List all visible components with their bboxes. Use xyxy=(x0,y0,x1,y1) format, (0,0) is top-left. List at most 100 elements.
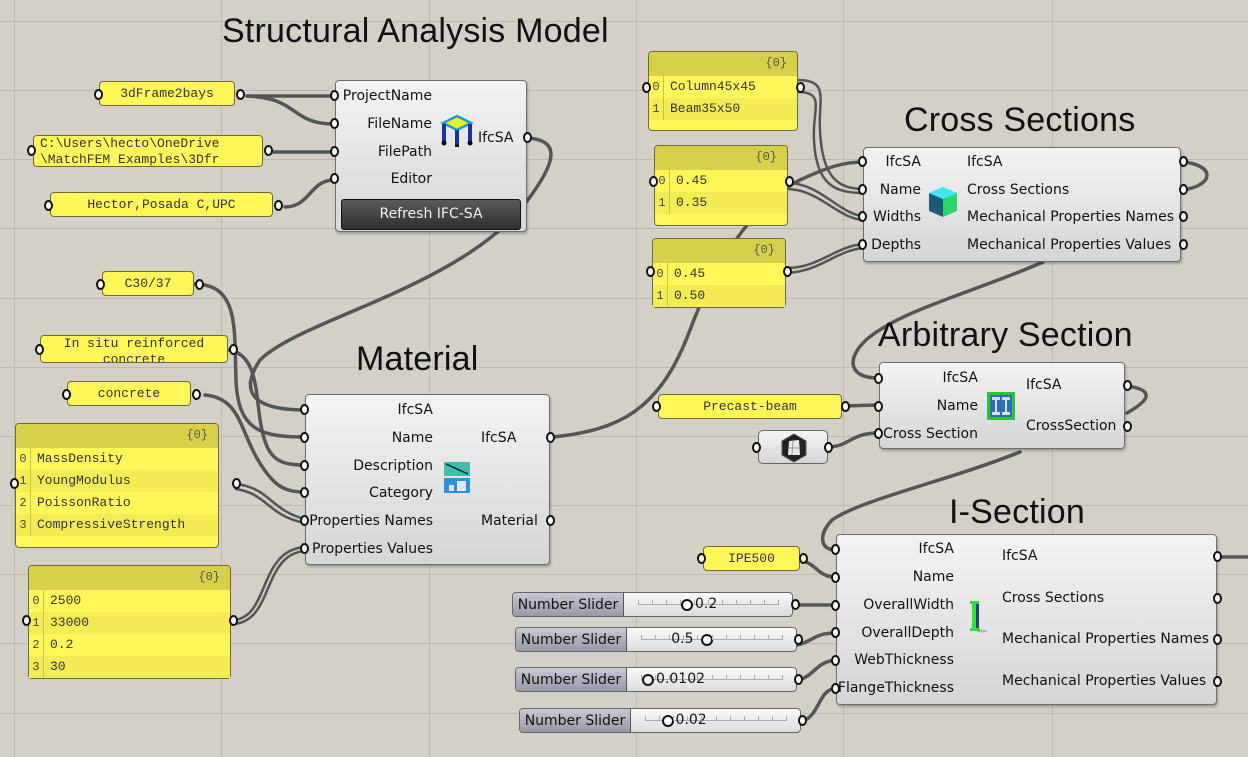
slider-track[interactable]: 0.2 xyxy=(624,593,792,616)
number-slider-web-thickness[interactable]: Number Slider 0.0102 xyxy=(515,667,797,692)
output-grip[interactable] xyxy=(785,176,794,187)
input-grip[interactable] xyxy=(831,572,840,583)
number-slider-overall-depth[interactable]: Number Slider 0.5 xyxy=(515,627,797,652)
arbitrary-section-component[interactable]: IfcSA Name Cross Section IfcSA CrossSect… xyxy=(879,362,1125,449)
output-grip[interactable] xyxy=(1123,380,1132,391)
slider-track[interactable]: 0.5 xyxy=(627,628,796,651)
input-grip[interactable] xyxy=(330,173,339,184)
input-grip[interactable] xyxy=(300,460,309,471)
input-grip[interactable] xyxy=(330,118,339,129)
input-grip[interactable] xyxy=(300,487,309,498)
output-grip[interactable] xyxy=(195,279,204,290)
output-grip[interactable] xyxy=(274,200,283,211)
output-grip[interactable] xyxy=(546,515,555,526)
output-grip[interactable] xyxy=(546,432,555,443)
input-grip[interactable] xyxy=(35,344,44,355)
slider-knob[interactable] xyxy=(701,634,714,646)
ifcsa-component[interactable]: ProjectName FileName FilePath Editor Ifc… xyxy=(335,80,527,232)
material-name-panel[interactable]: C30/37 xyxy=(102,271,194,296)
input-grip[interactable] xyxy=(330,90,339,101)
output-grip[interactable] xyxy=(232,478,241,489)
output-grip[interactable] xyxy=(264,145,273,156)
output-grip[interactable] xyxy=(1179,156,1188,167)
output-grip[interactable] xyxy=(1213,551,1222,562)
file-path-panel[interactable]: C:\Users\hecto\OneDrive \MatchFEM Exampl… xyxy=(33,135,263,167)
material-description-panel[interactable]: In situ reinforced concrete xyxy=(40,335,228,363)
output-grip[interactable] xyxy=(1179,211,1188,222)
slider-knob[interactable] xyxy=(661,715,674,727)
output-grip[interactable] xyxy=(523,132,532,143)
input-grip[interactable] xyxy=(10,478,19,489)
i-section-component[interactable]: IfcSA Name OverallWidth OverallDepth Web… xyxy=(836,534,1217,705)
output-grip[interactable] xyxy=(794,674,803,685)
input-grip[interactable] xyxy=(752,442,761,453)
output-grip[interactable] xyxy=(1213,634,1222,645)
input-grip[interactable] xyxy=(44,200,53,211)
output-grip[interactable] xyxy=(796,82,805,93)
input-grip[interactable] xyxy=(22,615,31,626)
input-grip[interactable] xyxy=(642,82,651,93)
input-grip[interactable] xyxy=(62,389,71,400)
project-name-panel[interactable]: 3dFrame2bays xyxy=(99,81,235,106)
number-slider-overall-width[interactable]: Number Slider 0.2 xyxy=(512,592,793,617)
input-grip[interactable] xyxy=(697,553,706,564)
output-grip[interactable] xyxy=(229,615,238,626)
input-grip[interactable] xyxy=(330,146,339,157)
input-grip[interactable] xyxy=(831,627,840,638)
material-category-panel[interactable]: concrete xyxy=(67,381,191,406)
output-grip[interactable] xyxy=(236,89,245,100)
input-grip[interactable] xyxy=(649,176,658,187)
input-grip[interactable] xyxy=(831,544,840,555)
material-component[interactable]: IfcSA Name Description Category Properti… xyxy=(305,394,550,565)
refresh-ifc-sa-button[interactable]: Refresh IFC-SA xyxy=(341,199,521,230)
input-grip[interactable] xyxy=(27,145,36,156)
input-grip[interactable] xyxy=(858,184,867,195)
output-grip[interactable] xyxy=(794,634,803,645)
output-grip[interactable] xyxy=(1123,421,1132,432)
slider-knob[interactable] xyxy=(642,674,655,686)
input-grip[interactable] xyxy=(300,432,309,443)
input-grip[interactable] xyxy=(300,543,309,554)
input-grip[interactable] xyxy=(94,89,103,100)
cross-sections-component[interactable]: IfcSA Name Widths Depths IfcSA Cross Sec… xyxy=(863,147,1181,262)
output-grip[interactable] xyxy=(192,389,201,400)
input-grip[interactable] xyxy=(874,428,883,439)
input-grip[interactable] xyxy=(831,655,840,666)
output-grip[interactable] xyxy=(1179,239,1188,250)
input-grip[interactable] xyxy=(652,401,661,412)
output-grip[interactable] xyxy=(824,442,833,453)
number-slider-flange-thickness[interactable]: Number Slider 0.02 xyxy=(519,708,801,733)
input-grip[interactable] xyxy=(300,404,309,415)
i-section-name-panel[interactable]: IPE500 xyxy=(703,546,800,571)
output-grip[interactable] xyxy=(1213,593,1222,604)
output-grip[interactable] xyxy=(1179,184,1188,195)
input-grip[interactable] xyxy=(858,156,867,167)
arbitrary-name-panel[interactable]: Precast-beam xyxy=(658,394,842,419)
input-grip[interactable] xyxy=(874,401,883,412)
output-grip[interactable] xyxy=(1213,676,1222,687)
input-grip[interactable] xyxy=(300,515,309,526)
input-grip[interactable] xyxy=(96,279,105,290)
input-grip[interactable] xyxy=(858,211,867,222)
output-grip[interactable] xyxy=(229,344,238,355)
output-grip[interactable] xyxy=(783,266,792,277)
slider-track[interactable]: 0.0102 xyxy=(627,668,796,691)
input-grip[interactable] xyxy=(646,266,655,277)
geometry-parameter[interactable] xyxy=(758,430,828,464)
output-grip[interactable] xyxy=(841,401,850,412)
editor-panel[interactable]: Hector,Posada C,UPC xyxy=(50,192,273,217)
input-grip[interactable] xyxy=(858,239,867,250)
output-grip[interactable] xyxy=(799,553,808,564)
slider-knob[interactable] xyxy=(681,599,693,611)
input-grip[interactable] xyxy=(831,683,840,694)
input-grip[interactable] xyxy=(874,373,883,384)
output-grip[interactable] xyxy=(791,599,800,610)
output-grip[interactable] xyxy=(798,715,807,726)
input-grip[interactable] xyxy=(831,600,840,611)
